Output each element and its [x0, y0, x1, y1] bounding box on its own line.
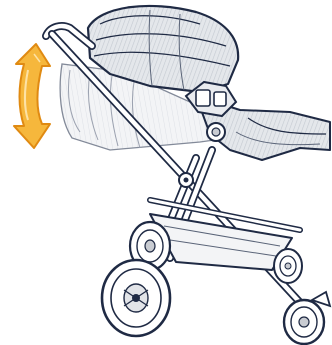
front-wheel-near	[284, 292, 330, 344]
rear-wheel-near	[102, 260, 170, 336]
front-wheel-far	[274, 249, 302, 283]
frame-joint	[179, 173, 193, 187]
double-headed-curved-arrow-icon	[14, 44, 50, 148]
